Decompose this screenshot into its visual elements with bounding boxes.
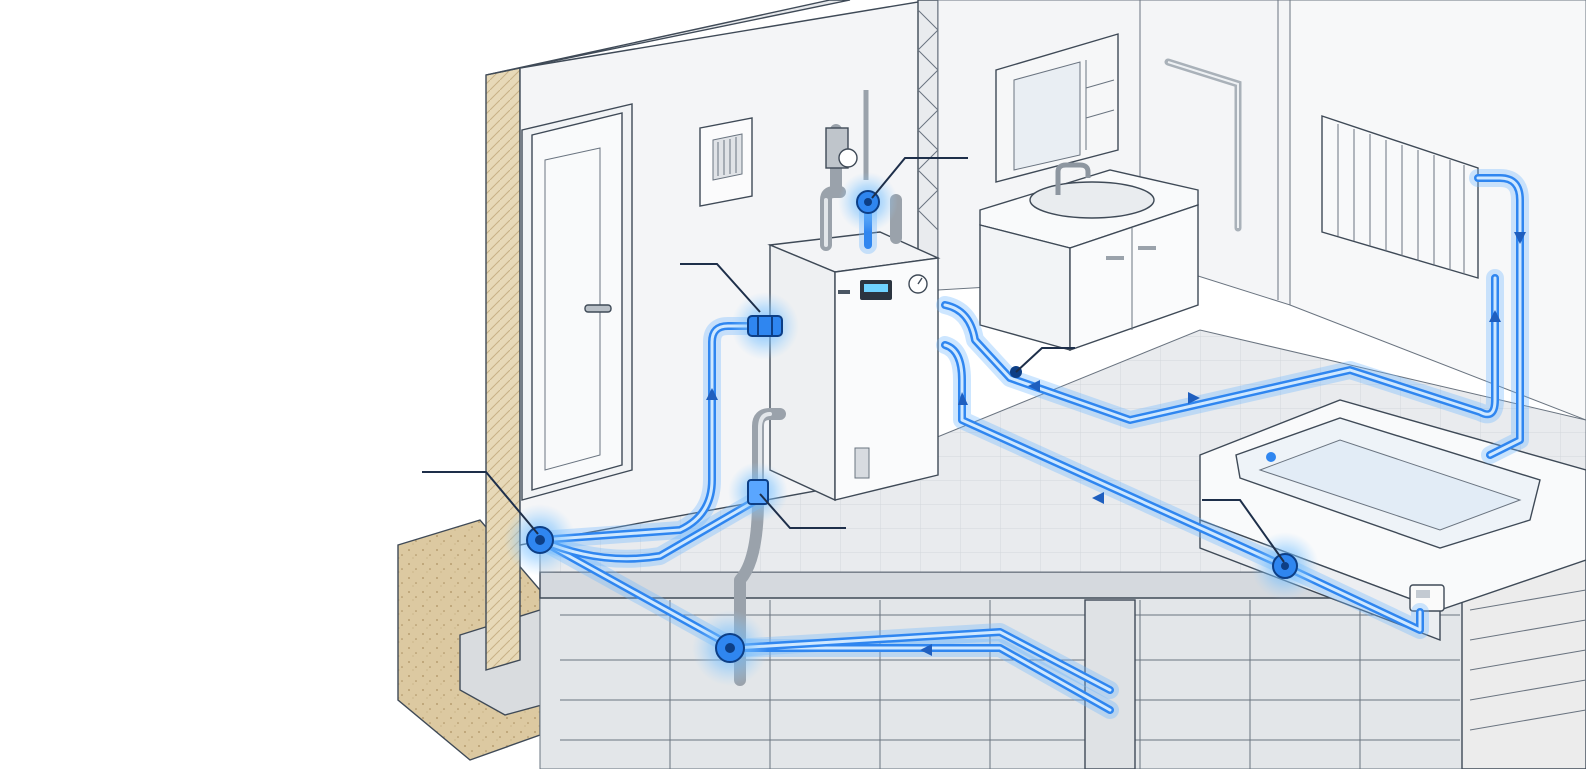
door-handle	[584, 304, 612, 313]
boiler-vent-grille	[854, 447, 870, 479]
boiler-left-face	[769, 243, 836, 502]
basement-panels	[560, 600, 1460, 769]
blue-pipe-network	[531, 169, 1529, 719]
leader-floor-pipe	[1015, 347, 1075, 373]
sink-basin	[1029, 181, 1155, 219]
grab-bar-icon	[1164, 58, 1242, 232]
leader-bath-drain	[1202, 499, 1285, 563]
block-wall-pattern	[1469, 589, 1586, 731]
callout-leaders	[422, 157, 1285, 563]
temperature-gauge-icon	[838, 148, 858, 168]
sink-vanity-icon	[979, 162, 1199, 351]
leader-boiler-top-valve	[871, 157, 968, 199]
flow-arrows	[706, 232, 1526, 656]
leader-left-wall-joint	[422, 471, 539, 535]
leader-boiler-outlet	[680, 263, 761, 313]
leader-grey-coupling	[759, 493, 846, 529]
boiler-icon	[767, 90, 941, 502]
bath-overflow	[1266, 452, 1276, 462]
door-icon	[521, 103, 633, 501]
left-wall-section	[485, 67, 521, 671]
radiator-icon	[1321, 115, 1479, 279]
center-column	[917, 0, 939, 291]
boiler-front-face	[834, 257, 939, 501]
vent-icon	[699, 117, 753, 207]
mirror-cabinet-icon	[995, 33, 1119, 183]
left-wall-top	[485, 0, 851, 76]
faucet-icon	[1055, 162, 1091, 195]
column-lattice	[917, 9, 939, 231]
